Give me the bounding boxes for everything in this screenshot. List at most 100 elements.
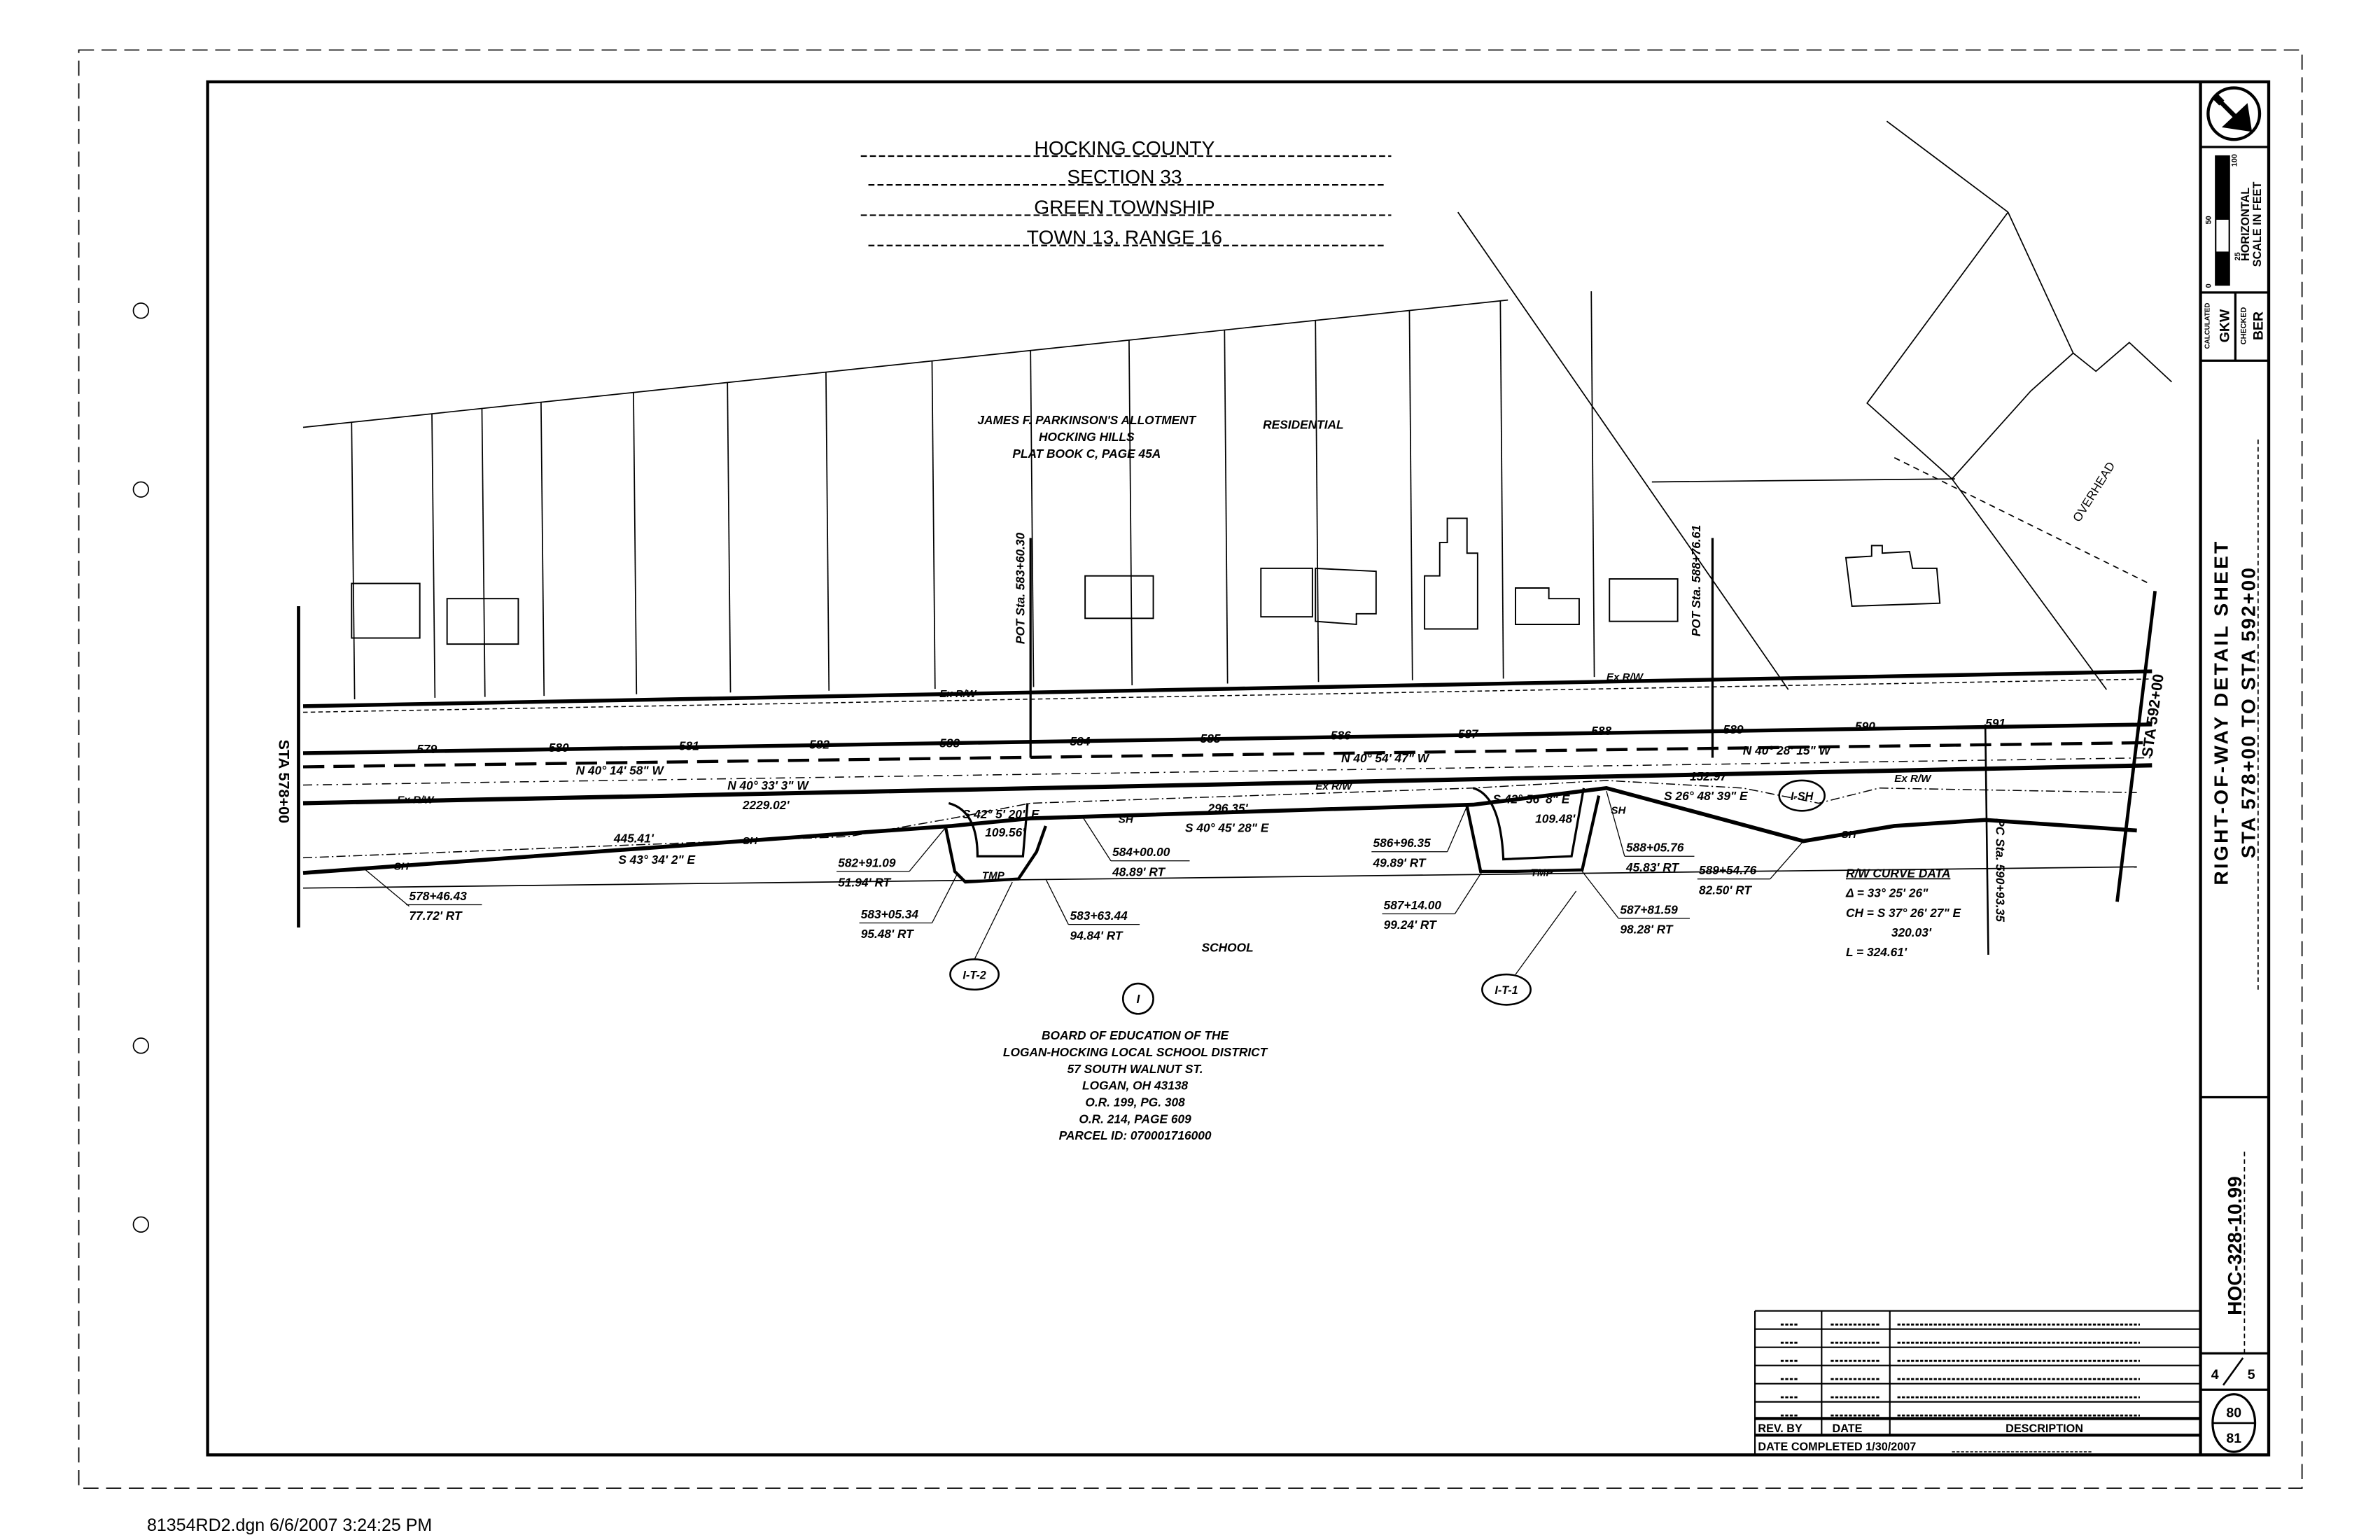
owner-line: O.R. 199, PG. 308: [1085, 1095, 1185, 1109]
description-header: DESCRIPTION: [2005, 1422, 2083, 1435]
prop-distance-1: 445.41': [613, 832, 654, 846]
lot-line: [633, 392, 638, 694]
sh-mark: SH: [1119, 814, 1134, 826]
station-tick-label: 582: [809, 738, 830, 752]
rw-distance: 2229.02': [742, 798, 790, 812]
svg-text:49.89' RT: 49.89' RT: [1372, 855, 1426, 869]
school-label: SCHOOL: [1202, 941, 1254, 955]
centerline-bearing-3: N 40° 28' 15" W: [1743, 743, 1832, 757]
header-section: SECTION 33: [1067, 166, 1182, 188]
rev-by-header: REV. BY: [1758, 1422, 1802, 1435]
project-id: HOC-328-10.99: [2224, 1176, 2246, 1315]
lot-line: [1408, 310, 1413, 680]
pot-station-2: POT Sta. 588+76.61: [1689, 525, 1703, 636]
lot-line: [825, 372, 830, 691]
exrw-mark: Ex R/W: [1894, 773, 1932, 785]
svg-text:50: 50: [2205, 216, 2213, 224]
rw-bearing: N 40° 33' 3" W: [727, 778, 809, 792]
checked-label: CHECKED: [2240, 307, 2248, 345]
plat-labels: JAMES F. PARKINSON'S ALLOTMENT HOCKING H…: [977, 413, 1343, 1142]
prop-bearing-2: S 42° 5' 20" E: [962, 807, 1040, 821]
prop-bearing-1: S 43° 34' 2" E: [618, 853, 695, 867]
exrw-mark: Ex R/W: [939, 688, 977, 700]
prop-bearing-3: S 40° 45' 28" E: [1185, 821, 1269, 835]
tmp-mark: TMP: [1531, 867, 1554, 878]
owner-line: PARCEL ID: 070001716000: [1059, 1128, 1212, 1142]
calculated-label: CALCULATED: [2204, 303, 2212, 349]
prop-distance-2: 109.56': [985, 825, 1026, 839]
station-begin-label: STA 578+00: [275, 740, 293, 824]
curve-chord: CH = S 37° 26' 27" E: [1846, 906, 1961, 920]
svg-text:583+05.34: 583+05.34: [861, 907, 919, 921]
prop-distance-4: 109.48': [1535, 812, 1576, 826]
line-marks: SH SH SH SH SH TMP TMP Ex R/W Ex R/W Ex …: [394, 671, 1932, 882]
scale-bar: 0 25 50 100 HORIZONTAL SCALE IN FEET: [2205, 154, 2264, 288]
station-tick-label: 587: [1458, 727, 1479, 741]
svg-text:94.84' RT: 94.84' RT: [1070, 928, 1123, 942]
station-tick-label: 581: [679, 739, 699, 753]
svg-text:587+14.00: 587+14.00: [1384, 898, 1442, 912]
station-tick-label: 580: [549, 741, 569, 755]
calculated-by: GKW: [2218, 309, 2233, 342]
prop-distance-5: 152.97': [1690, 769, 1730, 783]
lot-line: [1128, 340, 1133, 685]
curve-length: L = 324.61': [1846, 945, 1907, 959]
curve-chord-length: 320.03': [1891, 925, 1932, 939]
bearings: N 40° 14' 58" W N 40° 54' 47" W N 40° 28…: [576, 743, 1832, 867]
buildings: [351, 517, 1941, 645]
allotment-subdivision: HOCKING HILLS: [1039, 430, 1135, 444]
sheet-title: RIGHT-OF-WAY DETAIL SHEET: [2211, 539, 2232, 885]
location-header: HOCKING COUNTY SECTION 33 GREEN TOWNSHIP…: [860, 137, 1392, 248]
overhead-label: OVERHEAD: [2070, 459, 2118, 524]
station-tick-label: 586: [1331, 729, 1351, 743]
total-sheets-bottom: 81: [2226, 1431, 2241, 1446]
station-line-end: [2115, 591, 2157, 902]
svg-text:95.48' RT: 95.48' RT: [861, 927, 914, 941]
exrw-mark: Ex R/W: [1315, 780, 1353, 792]
sh-mark: SH: [743, 835, 758, 847]
allotment-name: JAMES F. PARKINSON'S ALLOTMENT: [977, 413, 1196, 427]
svg-text:587+81.59: 587+81.59: [1620, 902, 1678, 916]
sh-mark: SH: [394, 861, 410, 873]
sh-mark: SH: [1611, 805, 1626, 817]
exrw-mark: Ex R/W: [1606, 671, 1644, 683]
parcel-tag-ish: I-SH: [1791, 790, 1814, 803]
svg-text:582+91.09: 582+91.09: [838, 855, 896, 869]
checked-by: BER: [2250, 312, 2266, 340]
parcel-tag-it1: I-T-1: [1494, 984, 1518, 997]
binder-holes: [132, 302, 150, 1233]
exrw-mark: Ex R/W: [397, 794, 435, 806]
pc-station: PC Sta. 590+93.35: [1993, 818, 2007, 922]
sheet-total: 5: [2248, 1367, 2255, 1382]
parcel-tag-i: I: [1137, 992, 1141, 1006]
zoning-label: RESIDENTIAL: [1263, 418, 1343, 432]
curve-title: R/W CURVE DATA: [1846, 867, 1950, 881]
station-tick-label: 590: [1855, 720, 1875, 734]
owner-line: LOGAN, OH 43138: [1082, 1079, 1188, 1093]
property-lines: [302, 120, 2173, 699]
revision-table: REV. BY DATE DESCRIPTION DATE COMPLETED …: [1754, 1310, 2201, 1455]
header-county: HOCKING COUNTY: [1035, 137, 1215, 159]
parcel-tags: I-T-2 I I-T-1 I-SH: [949, 779, 1826, 1015]
svg-text:100: 100: [2231, 154, 2239, 167]
owner-line: BOARD OF EDUCATION OF THE: [1042, 1028, 1229, 1042]
station-tick-label: 588: [1591, 724, 1611, 738]
overhead-line: [1893, 457, 2150, 584]
total-sheets-top: 80: [2226, 1405, 2241, 1420]
lot-line: [431, 414, 436, 698]
station-tick-label: 585: [1200, 732, 1221, 746]
rw-curve-data: R/W CURVE DATA Δ = 33° 25' 26" CH = S 37…: [1845, 867, 1961, 960]
plot-footer: 81354RD2.dgn 6/6/2007 3:24:25 PM: [147, 1516, 433, 1535]
lot-line: [540, 402, 545, 696]
pot-station-1: POT Sta. 583+60.30: [1014, 532, 1028, 644]
tmp-mark: TMP: [982, 870, 1005, 882]
station-tick-label: 591: [1985, 716, 2005, 730]
sheet-number: 4: [2211, 1367, 2219, 1382]
lot-line: [1224, 330, 1228, 684]
